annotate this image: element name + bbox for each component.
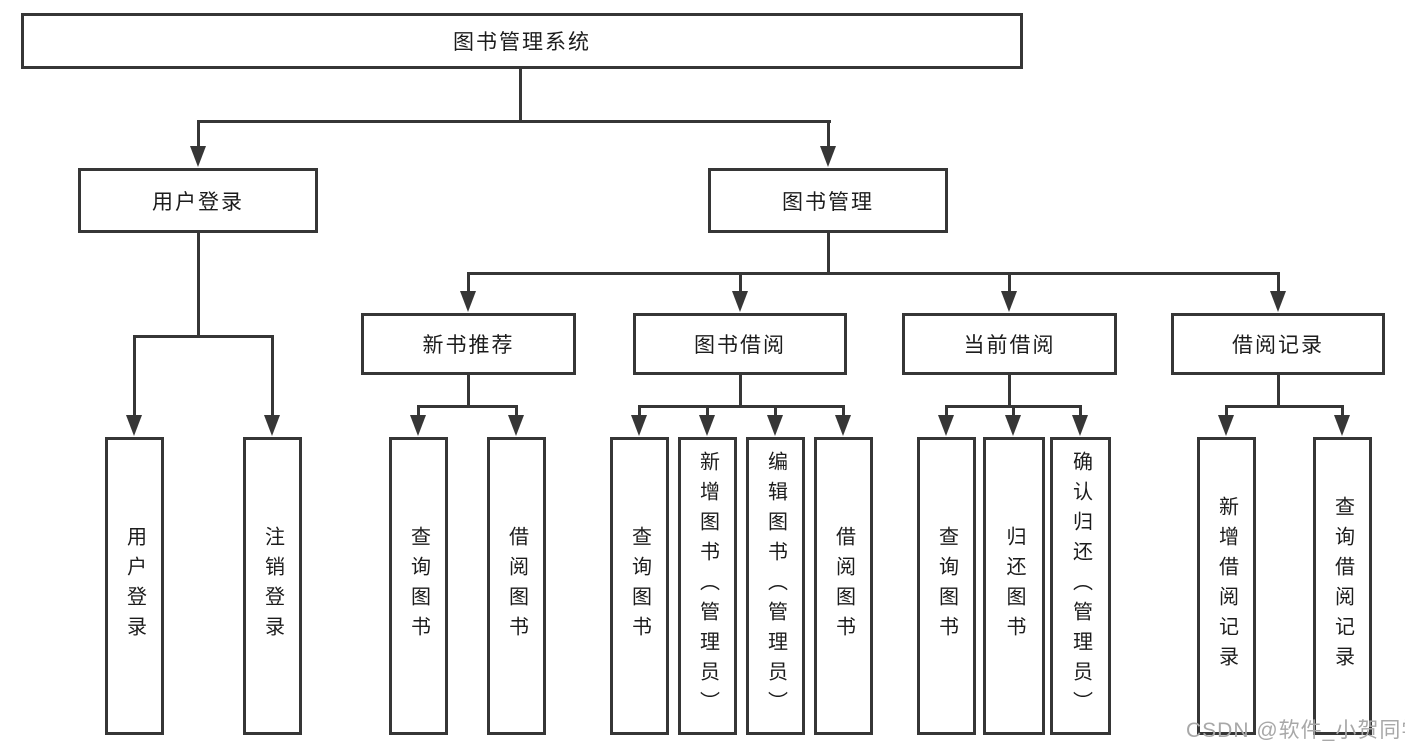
connector-line [842, 405, 845, 419]
connector-line [739, 272, 742, 294]
connector-line [515, 405, 518, 419]
arrow-down-icon [1001, 291, 1017, 312]
connector-line [1079, 405, 1082, 419]
arrow-down-icon [820, 146, 836, 167]
connector-line [197, 120, 200, 152]
connector-line [1277, 272, 1280, 294]
node-borrow-records: 借阅记录 [1171, 313, 1385, 375]
leaf-query-books-current: 查询图书 [917, 437, 976, 735]
connector-line [133, 335, 274, 338]
leaf-user-login: 用户登录 [105, 437, 164, 735]
leaf-query-borrow-record: 查询借阅记录 [1313, 437, 1372, 735]
arrow-down-icon [190, 146, 206, 167]
leaf-add-borrow-record: 新增借阅记录 [1197, 437, 1256, 735]
connector-line [467, 272, 470, 294]
leaf-return-books: 归还图书 [983, 437, 1045, 735]
arrow-down-icon [732, 291, 748, 312]
connector-line [197, 233, 200, 337]
connector-line [774, 405, 777, 419]
arrow-down-icon [126, 415, 142, 436]
leaf-borrow-books-newrec: 借阅图书 [487, 437, 546, 735]
arrow-down-icon [1218, 415, 1234, 436]
connector-line [417, 405, 518, 408]
arrow-down-icon [699, 415, 715, 436]
node-user-login: 用户登录 [78, 168, 318, 233]
leaf-query-books-newrec: 查询图书 [389, 437, 448, 735]
arrow-down-icon [508, 415, 524, 436]
leaf-add-book-admin: 新增图书（管理员） [678, 437, 737, 735]
connector-line [638, 405, 641, 419]
node-book-borrow: 图书借阅 [633, 313, 847, 375]
connector-line [827, 233, 830, 274]
connector-line [519, 69, 522, 123]
node-new-book-recommend: 新书推荐 [361, 313, 576, 375]
node-root: 图书管理系统 [21, 13, 1023, 69]
arrow-down-icon [938, 415, 954, 436]
connector-line [1008, 272, 1011, 294]
connector-line [827, 120, 830, 152]
connector-line [197, 120, 831, 123]
leaf-edit-book-admin: 编辑图书（管理员） [746, 437, 805, 735]
connector-line [1341, 405, 1344, 419]
arrow-down-icon [1072, 415, 1088, 436]
arrow-down-icon [264, 415, 280, 436]
arrow-down-icon [410, 415, 426, 436]
arrow-down-icon [767, 415, 783, 436]
leaf-confirm-return-admin: 确认归还（管理员） [1050, 437, 1111, 735]
leaf-borrow-books-borrow: 借阅图书 [814, 437, 873, 735]
connector-line [271, 335, 274, 419]
arrow-down-icon [460, 291, 476, 312]
arrow-down-icon [1334, 415, 1350, 436]
connector-line [739, 375, 742, 408]
arrow-down-icon [631, 415, 647, 436]
arrow-down-icon [835, 415, 851, 436]
connector-line [1225, 405, 1228, 419]
arrow-down-icon [1270, 291, 1286, 312]
connector-line [945, 405, 948, 419]
connector-line [467, 375, 470, 408]
connector-line [133, 335, 136, 419]
connector-line [417, 405, 420, 419]
connector-line [1277, 375, 1280, 408]
connector-line [638, 405, 845, 408]
connector-line [706, 405, 709, 419]
node-book-management: 图书管理 [708, 168, 948, 233]
connector-line [1008, 375, 1011, 408]
arrow-down-icon [1005, 415, 1021, 436]
node-current-borrow: 当前借阅 [902, 313, 1117, 375]
connector-line [1225, 405, 1344, 408]
connector-line [1012, 405, 1015, 419]
watermark: CSDN @软件_小贺同学 [1186, 719, 1405, 742]
leaf-logout: 注销登录 [243, 437, 302, 735]
leaf-query-books-borrow: 查询图书 [610, 437, 669, 735]
connector-line [467, 272, 1280, 275]
